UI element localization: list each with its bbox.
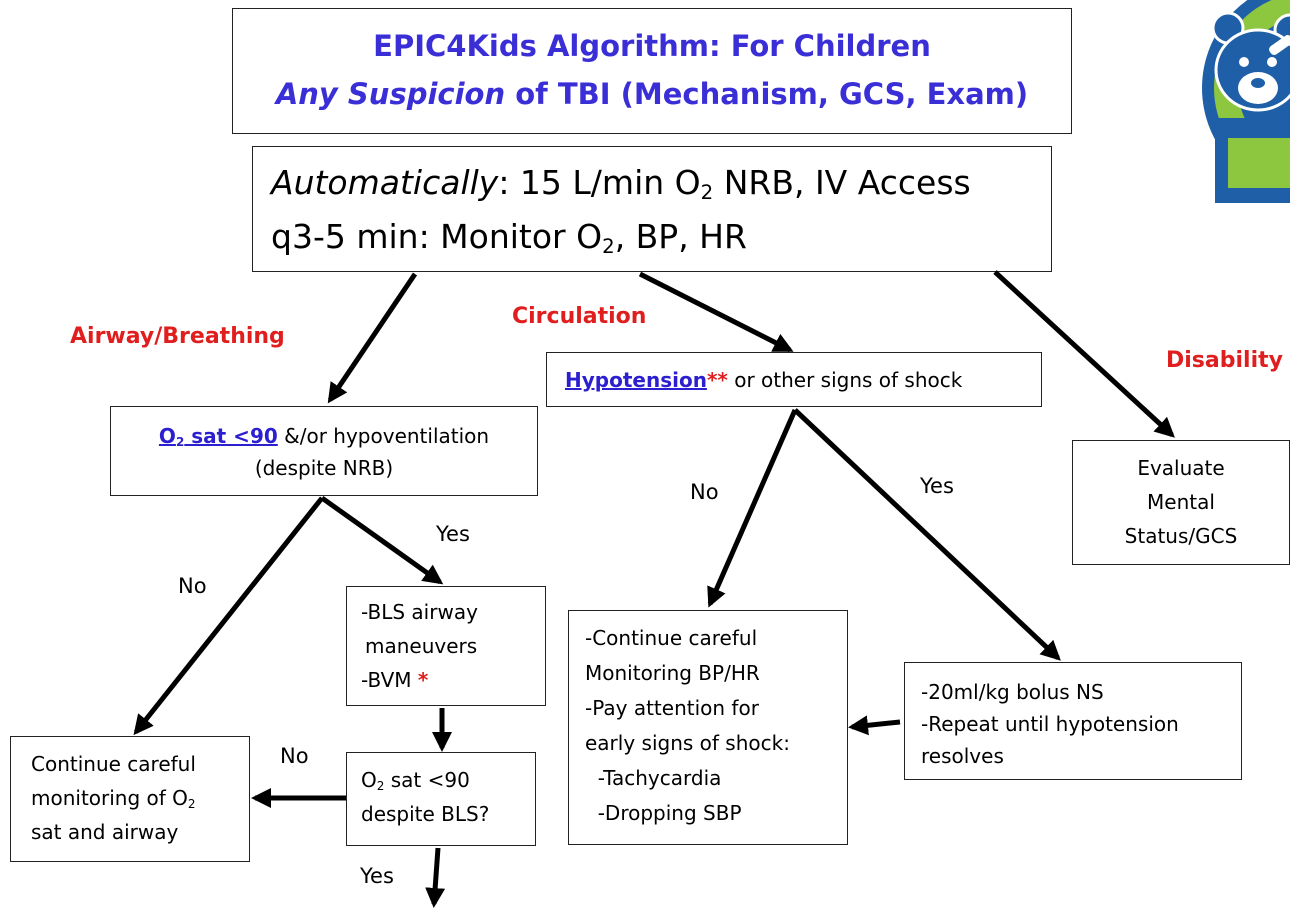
automatic-actions-box: Automatically: 15 L/min O2 NRB, IV Acces… [252, 146, 1052, 272]
automatic-line-1-a: : 15 L/min O [498, 163, 701, 202]
hypotension-stars: ** [706, 368, 728, 392]
category-disability: Disability [1166, 348, 1283, 373]
title-box: EPIC4Kids Algorithm: For Children Any Su… [232, 8, 1072, 134]
automatic-line-2-b: , BP, HR [614, 217, 747, 256]
o2bls-line-2: despite BLS? [361, 802, 490, 826]
cont-mon-line-5: -Tachycardia [585, 766, 722, 790]
arrow-bolus-to-monitor [848, 715, 901, 736]
bls-bvm: -BVM [361, 668, 418, 692]
arrow-hypo-no [707, 408, 798, 608]
evaluate-line-2: Mental [1147, 490, 1215, 514]
category-airway-breathing: Airway/Breathing [70, 324, 285, 349]
title-line-1: EPIC4Kids Algorithm: For Children [373, 29, 931, 63]
automatic-emphasis: Automatically [271, 163, 499, 202]
logo-shield-band [1228, 138, 1290, 188]
category-circulation: Circulation [512, 304, 647, 329]
bolus-line-1: -20ml/kg bolus NS [921, 680, 1104, 704]
evaluate-mental-status-box: Evaluate Mental Status/GCS [1072, 440, 1290, 565]
hypotension-link[interactable]: Hypotension [565, 368, 707, 392]
o2-sat-despite-bls-box: O2 sat <90 despite BLS? [346, 752, 536, 846]
cont-mon-line-3: -Pay attention for [585, 696, 759, 720]
arrow-o2-yes [320, 495, 444, 585]
bolus-ns-box: -20ml/kg bolus NS -Repeat until hypotens… [904, 662, 1242, 780]
edge-label-no-circulation: No [690, 480, 719, 504]
evaluate-line-3: Status/GCS [1124, 524, 1238, 548]
continue-monitoring-o2-box: Continue careful monitoring of O2 sat an… [10, 736, 250, 862]
automatic-line-2-a: q3-5 min: Monitor O [271, 217, 603, 256]
bolus-line-2: -Repeat until hypotension [921, 712, 1179, 736]
o2-subscript-2: 2 [602, 234, 615, 258]
bls-airway-box: -BLS airway maneuvers -BVM * [346, 586, 546, 706]
arrow-to-o2-box [327, 272, 418, 404]
arrow-o2bls-yes [425, 847, 446, 908]
bls-line-3: -BVM * [361, 665, 428, 696]
o2-sat-box: O2 sat <90 &/or hypoventilation (despite… [110, 406, 538, 496]
edge-label-yes-circulation: Yes [920, 474, 954, 498]
o2-sat-link[interactable]: O2 sat <90 [158, 424, 278, 449]
title-emphasis: Any Suspicion [275, 77, 506, 111]
edge-label-yes-airway: Yes [436, 522, 470, 546]
cont-mon-line-2: Monitoring BP/HR [585, 661, 760, 685]
edge-label-no-bls: No [280, 744, 309, 768]
bandage-icon [1269, 35, 1290, 55]
arrow-hypo-yes [793, 408, 1061, 661]
title-line-2: Any Suspicion of TBI (Mechanism, GCS, Ex… [233, 77, 1071, 111]
bolus-line-3: resolves [921, 744, 1004, 768]
cont-care-line-3: sat and airway [31, 820, 179, 844]
hypotension-text: Hypotension** or other signs of shock [565, 365, 962, 396]
hypotension-box: Hypotension** or other signs of shock [546, 352, 1042, 407]
o2-sat-line-1: O2 sat <90 &/or hypoventilation [111, 421, 537, 458]
hypotension-rest: or other signs of shock [727, 368, 963, 392]
cont-care-line-1: Continue careful [31, 752, 196, 776]
continue-monitoring-bp-box: -Continue careful Monitoring BP/HR -Pay … [568, 610, 848, 845]
automatic-line-1: Automatically: 15 L/min O2 NRB, IV Acces… [271, 163, 971, 204]
bls-line-2: maneuvers [365, 634, 478, 658]
o2bls-line-1: O2 sat <90 [361, 768, 470, 793]
cont-mon-line-6: -Dropping SBP [585, 801, 742, 825]
bear-eye-icon [1239, 57, 1249, 67]
arrow-o2-no [133, 496, 324, 736]
bear-nose-icon [1251, 78, 1265, 88]
edge-label-no-airway: No [178, 574, 207, 598]
bls-star: * [417, 668, 429, 692]
arrow-to-hypotension [638, 271, 794, 353]
title-line-2-rest: of TBI (Mechanism, GCS, Exam) [505, 77, 1029, 111]
evaluate-line-1: Evaluate [1137, 456, 1225, 480]
bear-eye-icon-2 [1267, 57, 1277, 67]
cont-mon-line-1: -Continue careful [585, 626, 758, 650]
o2-sat-rest: &/or hypoventilation [277, 424, 490, 448]
automatic-line-1-b: NRB, IV Access [713, 163, 971, 202]
automatic-line-2: q3-5 min: Monitor O2, BP, HR [271, 217, 747, 258]
bls-line-1: -BLS airway [361, 600, 478, 624]
cont-care-line-2: monitoring of O2 [31, 786, 196, 811]
edge-label-yes-bls: Yes [360, 864, 394, 888]
o2-sat-line-2: (despite NRB) [254, 456, 394, 480]
arrow-to-evaluate [993, 270, 1175, 438]
o2-subscript: 2 [700, 180, 714, 204]
cont-mon-line-4: early signs of shock: [585, 731, 790, 755]
ems-for-children-logo [1202, 0, 1290, 203]
